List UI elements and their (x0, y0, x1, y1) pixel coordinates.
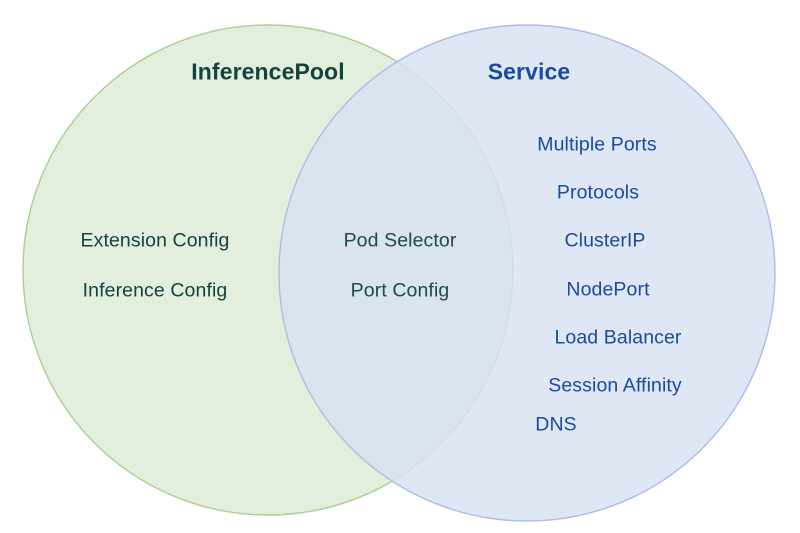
inferencepool-item-inference-config: Inference Config (82, 279, 228, 302)
service-item-load-balancer: Load Balancer (554, 326, 682, 349)
service-item-protocols: Protocols (556, 181, 640, 204)
inferencepool-title: InferencePool (191, 58, 345, 85)
intersection-item-port-config: Port Config (350, 279, 450, 302)
service-item-clusterip: ClusterIP (564, 229, 646, 252)
service-item-nodeport: NodePort (566, 278, 650, 301)
service-title: Service (487, 58, 571, 85)
service-circle (278, 24, 776, 522)
service-item-dns: DNS (535, 413, 577, 436)
service-item-session-affinity: Session Affinity (548, 374, 682, 397)
intersection-item-pod-selector: Pod Selector (343, 229, 457, 252)
service-item-multiple-ports: Multiple Ports (537, 133, 657, 156)
inferencepool-item-extension-config: Extension Config (80, 229, 230, 252)
